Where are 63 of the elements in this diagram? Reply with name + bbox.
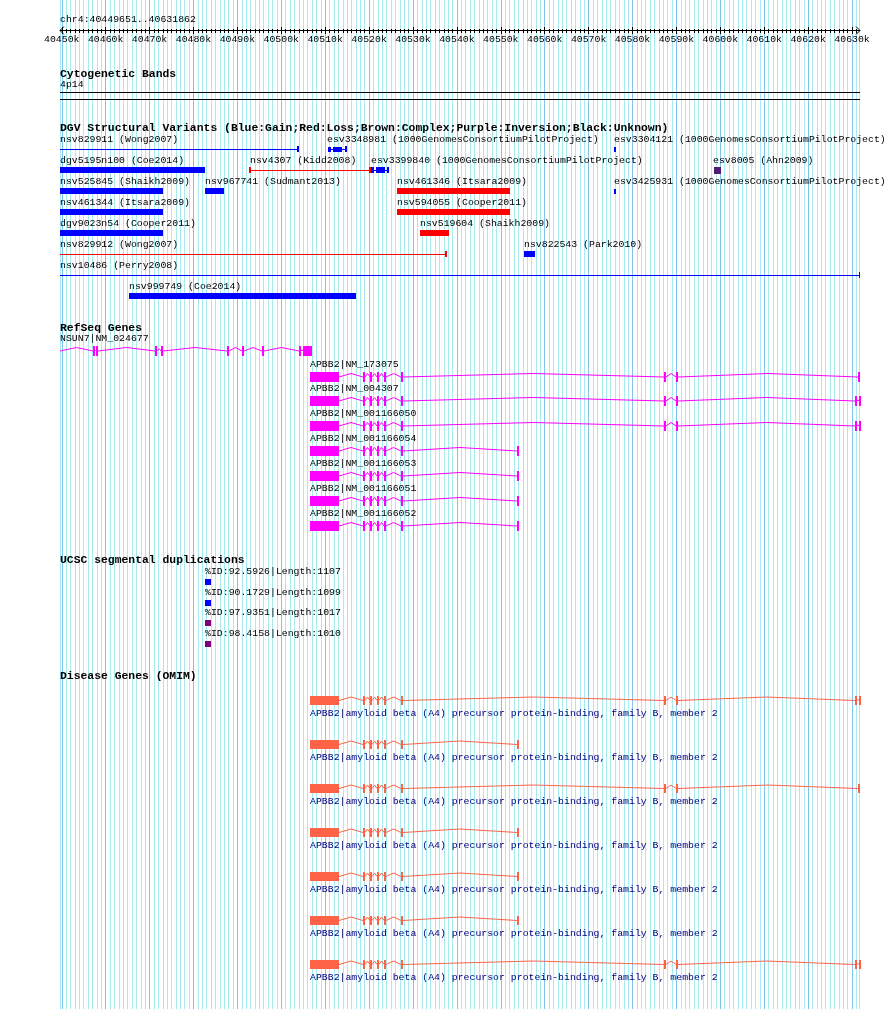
axis-tick-label: 40610k bbox=[746, 34, 782, 46]
feature-label: NSUN7|NM_024677 bbox=[60, 333, 149, 345]
axis-tick-label: 40510k bbox=[307, 34, 343, 46]
feature-label: APBB2|NM_001166051 bbox=[310, 483, 417, 495]
axis-tick-label: 40560k bbox=[527, 34, 563, 46]
feature-label: APBB2|NM_001166052 bbox=[310, 508, 417, 520]
feature-label: APBB2|NM_001166053 bbox=[310, 458, 417, 470]
feature-label: esv3399840 (1000GenomesConsortiumPilotProject) bbox=[371, 155, 643, 167]
track-heading: DGV Structural Variants (Blue:Gain;Red:Loss;Brown:Complex;Purple:Inversion;Black:Unknown) bbox=[60, 121, 669, 135]
axis-tick-label: 40540k bbox=[439, 34, 475, 46]
axis-tick-label: 40470k bbox=[131, 34, 168, 46]
track-heading: Disease Genes (OMIM) bbox=[60, 669, 197, 683]
axis-tick-label: 40550k bbox=[483, 34, 519, 46]
axis-tick-label: 40590k bbox=[658, 34, 695, 46]
feature-label: nsv999749 (Coe2014) bbox=[129, 281, 242, 293]
feature-label: APBB2|NM_173075 bbox=[310, 359, 399, 371]
feature-label: nsv829911 (Wong2007) bbox=[60, 134, 179, 146]
feature-label: APBB2|NM_004307 bbox=[310, 383, 399, 395]
feature-label: esv3425931 (1000GenomesConsortiumPilotProject) bbox=[614, 176, 886, 188]
feature-label: APBB2|amyloid beta (A4) precursor protein-binding, family B, member 2 bbox=[310, 708, 718, 720]
feature-label: nsv4307 (Kidd2008) bbox=[250, 155, 357, 167]
feature-label: APBB2|amyloid beta (A4) precursor protein-binding, family B, member 2 bbox=[310, 972, 718, 984]
feature-label: nsv525845 (Shaikh2009) bbox=[60, 176, 190, 188]
feature-label: %ID:92.5926|Length:1107 bbox=[205, 566, 341, 578]
axis-tick-label: 40580k bbox=[614, 34, 651, 46]
feature-label: dgv5195n100 (Coe2014) bbox=[60, 155, 185, 167]
feature-label: APBB2|NM_001166050 bbox=[310, 408, 417, 420]
band-label: 4p14 bbox=[60, 79, 84, 91]
feature-label: dgv9023n54 (Cooper2011) bbox=[60, 218, 196, 230]
feature-label: nsv461346 (Itsara2009) bbox=[397, 176, 527, 188]
feature-label: %ID:98.4158|Length:1010 bbox=[205, 628, 341, 640]
track-heading: RefSeq Genes bbox=[60, 321, 143, 334]
feature-label: nsv822543 (Park2010) bbox=[524, 239, 643, 251]
axis-tick-label: 40520k bbox=[351, 34, 387, 46]
feature-label: nsv594055 (Cooper2011) bbox=[397, 197, 527, 209]
feature-label: nsv829912 (Wong2007) bbox=[60, 239, 179, 251]
axis-tick-label: 40450k bbox=[44, 34, 80, 46]
track-heading: UCSC segmental duplications bbox=[60, 553, 245, 567]
feature-label: %ID:90.1729|Length:1099 bbox=[205, 587, 341, 599]
axis-tick-label: 40500k bbox=[263, 34, 299, 46]
axis-tick-label: 40490k bbox=[219, 34, 256, 46]
feature-label: nsv967741 (Sudmant2013) bbox=[205, 176, 341, 188]
axis-tick-label: 40530k bbox=[395, 34, 431, 46]
axis-tick-label: 40480k bbox=[175, 34, 212, 46]
axis-tick-label: 40570k bbox=[570, 34, 607, 46]
axis-tick-label: 40600k bbox=[702, 34, 739, 46]
feature-label: APBB2|amyloid beta (A4) precursor protein-binding, family B, member 2 bbox=[310, 796, 718, 808]
feature-label: esv3348981 (1000GenomesConsortiumPilotProject) bbox=[327, 134, 599, 146]
feature-label: APBB2|amyloid beta (A4) precursor protein-binding, family B, member 2 bbox=[310, 752, 718, 764]
region-coordinates: chr4:40449651..40631862 bbox=[60, 14, 196, 26]
feature-label: APBB2|amyloid beta (A4) precursor protein-binding, family B, member 2 bbox=[310, 884, 718, 896]
feature-label: nsv10486 (Perry2008) bbox=[60, 260, 179, 272]
axis-tick-label: 40620k bbox=[790, 34, 826, 46]
feature-label: esv3304121 (1000GenomesConsortiumPilotProject) bbox=[614, 134, 886, 146]
feature-label: esv8005 (Ahn2009) bbox=[713, 155, 814, 167]
feature-label: %ID:97.9351|Length:1017 bbox=[205, 607, 341, 619]
axis-tick-label: 40460k bbox=[87, 34, 124, 46]
feature-label: APBB2|NM_001166054 bbox=[310, 433, 417, 445]
axis-tick-label: 40630k bbox=[834, 34, 870, 46]
feature-label: APBB2|amyloid beta (A4) precursor protein-binding, family B, member 2 bbox=[310, 928, 718, 940]
feature-label: APBB2|amyloid beta (A4) precursor protein-binding, family B, member 2 bbox=[310, 840, 718, 852]
feature-label: nsv461344 (Itsara2009) bbox=[60, 197, 190, 209]
feature-label: nsv519604 (Shaikh2009) bbox=[420, 218, 550, 230]
